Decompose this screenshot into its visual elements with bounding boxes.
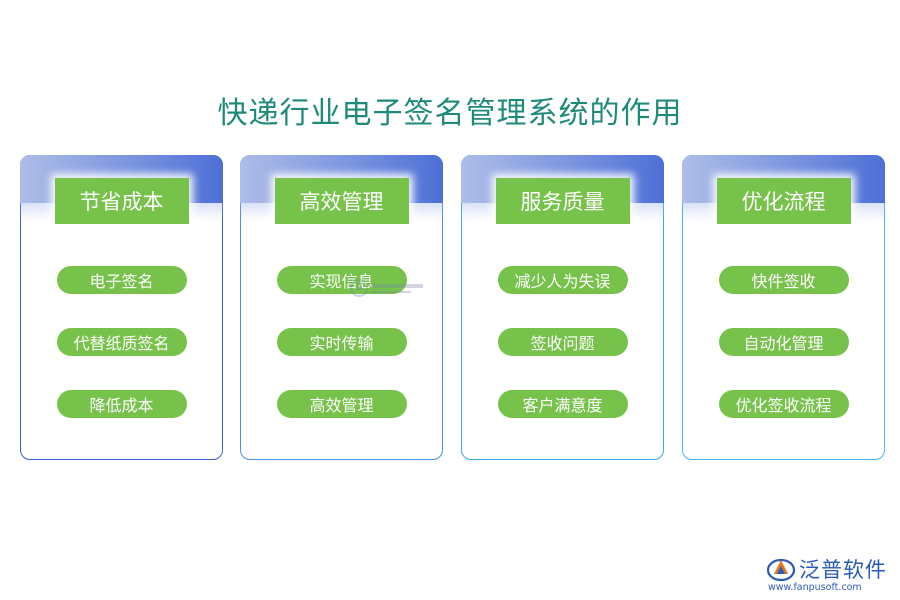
brand-name: 泛普软件 (799, 558, 887, 582)
card-heading: 优化流程 (716, 178, 851, 224)
card-efficient-management: 高效管理 实现信息 实时传输 高效管理 (240, 155, 443, 460)
card-item: 高效管理 (276, 390, 407, 418)
card-item: 降低成本 (56, 390, 187, 418)
card-heading: 节省成本 (54, 178, 189, 224)
card-item: 优化签收流程 (718, 390, 849, 418)
card-item: 客户满意度 (497, 390, 628, 418)
brand-logo-icon (766, 558, 796, 582)
card-item: 减少人为失误 (497, 266, 628, 294)
card-item: 签收问题 (497, 328, 628, 356)
card-save-cost: 节省成本 电子签名 代替纸质签名 降低成本 (20, 155, 223, 460)
card-heading: 高效管理 (274, 178, 409, 224)
card-optimize-process: 优化流程 快件签收 自动化管理 优化签收流程 (682, 155, 885, 460)
card-service-quality: 服务质量 减少人为失误 签收问题 客户满意度 (461, 155, 664, 460)
card-item: 代替纸质签名 (56, 328, 187, 356)
brand-logo: 泛普软件 www.fanpusoft.com (766, 552, 891, 593)
page-title: 快递行业电子签名管理系统的作用 (217, 96, 683, 131)
card-item: 实现信息 (276, 266, 407, 294)
card-item: 快件签收 (718, 266, 849, 294)
card-item: 实时传输 (276, 328, 407, 356)
card-item: 电子签名 (56, 266, 187, 294)
brand-url: www.fanpusoft.com (768, 582, 862, 593)
card-heading: 服务质量 (495, 178, 630, 224)
card-item: 自动化管理 (718, 328, 849, 356)
